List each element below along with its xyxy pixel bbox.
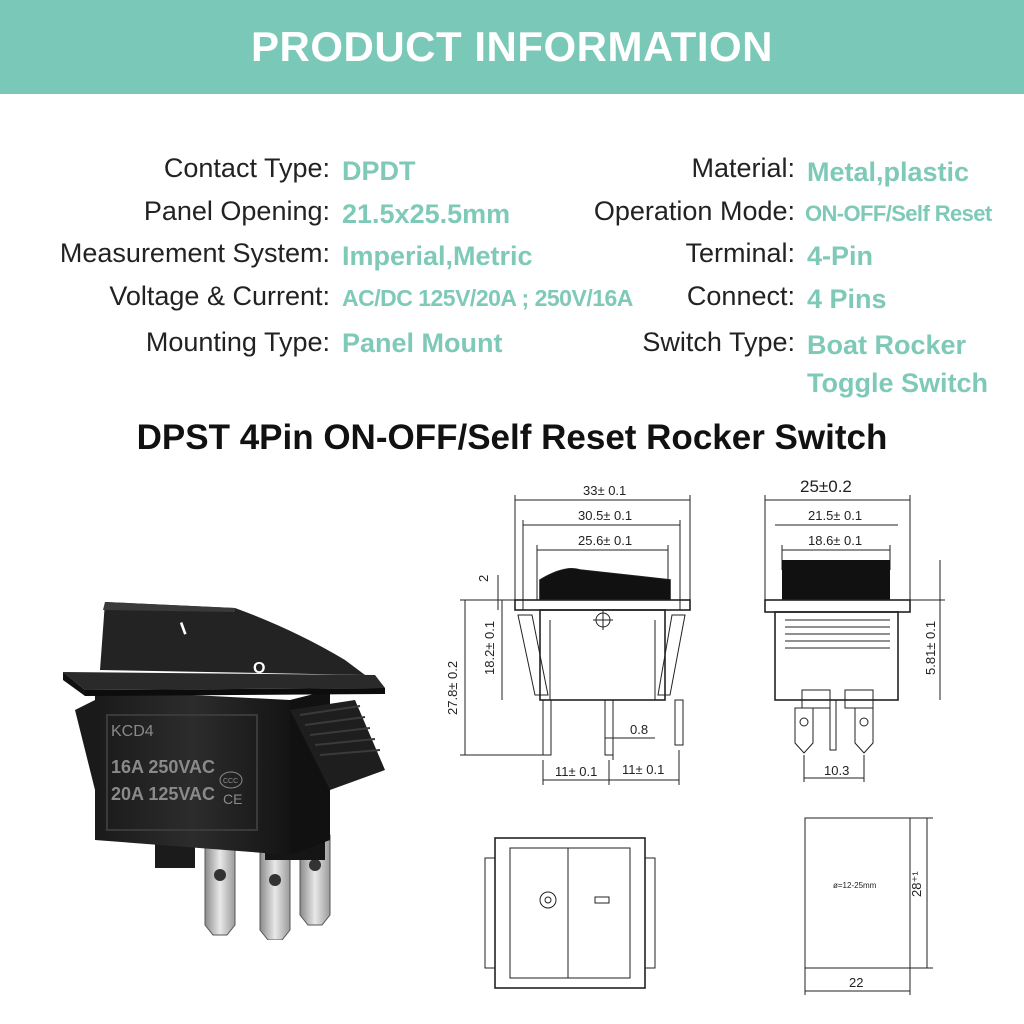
spec-value-switch-type: Boat Rocker (807, 330, 967, 360)
side-view-drawing: 25±0.2 21.5± 0.1 18.6± 0.1 5.81± 0.1 10.… (764, 477, 945, 782)
spec-label-voltage-current: Voltage & Current: (109, 281, 330, 311)
header-banner: PRODUCT INFORMATION (0, 0, 1024, 94)
ce-mark: CE (223, 791, 242, 807)
ccc-mark: CCC (223, 778, 238, 785)
dim-side-width-outer: 25±0.2 (800, 477, 852, 496)
dim-cutout-height: 28⁺¹ (909, 871, 924, 897)
dim-side-height: 5.81± 0.1 (923, 621, 938, 675)
dim-front-width-rocker: 25.6± 0.1 (578, 533, 632, 548)
spec-value-contact-type: DPDT (342, 156, 416, 186)
rocker-switch-illustration: I O KCD4 16A 250VAC 20A 125VAC CCC CE (63, 602, 385, 940)
spec-label-connect: Connect: (686, 281, 795, 311)
off-symbol: O (253, 660, 265, 677)
dim-side-width-mid: 21.5± 0.1 (808, 508, 862, 523)
spec-value-material: Metal,plastic (807, 157, 970, 187)
dim-front-width-mid: 30.5± 0.1 (578, 508, 632, 523)
top-view-drawing (484, 837, 656, 989)
spec-label-contact-type: Contact Type: (163, 153, 330, 183)
front-view-drawing: 33± 0.1 30.5± 0.1 25.6± 0.1 2 18.2± 0.1 … (445, 483, 691, 785)
dim-side-pitch: 10.3 (824, 763, 849, 778)
rating-marking-2: 20A 125VAC (111, 784, 215, 804)
spec-label-material: Material: (691, 153, 795, 183)
dim-side-width-inner: 18.6± 0.1 (808, 533, 862, 548)
spec-value-switch-type-2: Toggle Switch (807, 368, 988, 398)
dim-cutout-label: ø=12-25mm (833, 881, 877, 890)
product-title: DPST 4Pin ON-OFF/Self Reset Rocker Switc… (136, 418, 888, 457)
spec-value-measurement-system: Imperial,Metric (342, 241, 533, 271)
dim-pin-width: 0.8 (630, 722, 648, 737)
spec-value-operation-mode: ON-OFF/Self Reset (805, 201, 992, 226)
dim-rocker-height: 2 (476, 575, 491, 582)
terminal-1 (204, 844, 236, 936)
dim-pin-pitch-2: 11± 0.1 (622, 762, 664, 777)
spec-value-terminal: 4-Pin (807, 241, 874, 271)
dim-front-width-outer: 33± 0.1 (583, 483, 626, 498)
spec-value-connect: 4 Pins (807, 284, 887, 314)
on-symbol: I (178, 618, 190, 639)
spec-label-measurement-system: Measurement System: (59, 238, 330, 268)
dim-cutout-width: 22 (849, 975, 863, 990)
spec-value-voltage-current: AC/DC 125V/20A ; 250V/16A (342, 285, 633, 311)
switch-flange (63, 672, 385, 690)
spec-label-switch-type: Switch Type: (642, 327, 795, 357)
spec-label-operation-mode: Operation Mode: (593, 196, 795, 226)
spec-value-mounting-type: Panel Mount (342, 328, 503, 358)
side-clip-right (290, 700, 385, 790)
spec-label-mounting-type: Mounting Type: (145, 327, 330, 357)
page-title: PRODUCT INFORMATION (250, 23, 773, 70)
dim-total-height: 27.8± 0.2 (445, 661, 460, 715)
terminal-2 (259, 849, 291, 940)
spec-label-terminal: Terminal: (685, 238, 795, 268)
dim-pin-pitch-1: 11± 0.1 (555, 764, 597, 779)
spec-label-panel-opening: Panel Opening: (143, 196, 330, 226)
panel-cutout-drawing: ø=12-25mm 28⁺¹ 22 (804, 817, 933, 995)
rating-marking-1: 16A 250VAC (111, 757, 215, 777)
dim-body-height: 18.2± 0.1 (482, 621, 497, 675)
switch-body (95, 690, 290, 855)
rocker-actuator (100, 602, 365, 675)
spec-value-panel-opening: 21.5x25.5mm (342, 199, 511, 229)
model-marking: KCD4 (111, 723, 154, 740)
